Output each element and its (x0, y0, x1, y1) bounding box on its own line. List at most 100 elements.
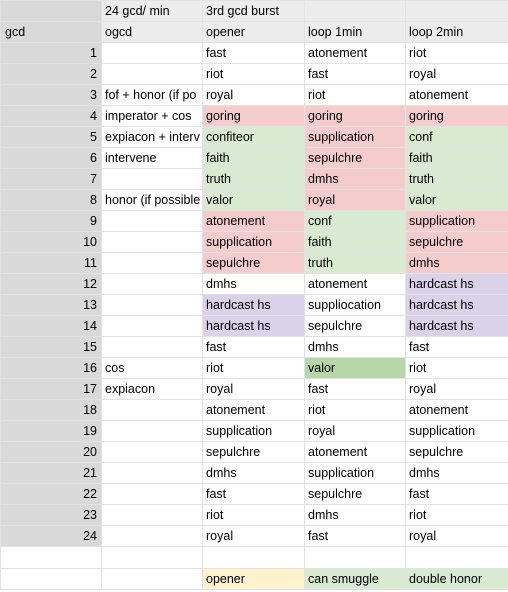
cell-ogcd[interactable] (101, 462, 203, 484)
cell-ogcd[interactable]: intervene (101, 147, 203, 169)
cell-loop-2min[interactable]: atonement (405, 84, 508, 106)
cell-loop-1min[interactable]: riot (304, 399, 406, 421)
cell-loop-2min[interactable]: goring (405, 105, 508, 127)
cell-loop-2min[interactable]: riot (405, 357, 508, 379)
row-number[interactable]: 8 (0, 189, 102, 211)
cell-opener[interactable]: royal (202, 525, 305, 547)
cell-loop-1min[interactable]: sepulchre (304, 315, 406, 337)
cell-loop-2min[interactable]: royal (405, 378, 508, 400)
cell-loop-2min[interactable]: riot (405, 42, 508, 64)
cell-loop-1min[interactable]: royal (304, 420, 406, 442)
cell-loop-2min[interactable]: hardcast hs (405, 315, 508, 337)
cell-loop-1min[interactable]: valor (304, 357, 406, 379)
cell-loop-1min[interactable]: atonement (304, 42, 406, 64)
cell[interactable] (304, 546, 406, 569)
cell-burst-rate[interactable]: 24 gcd/ min (101, 0, 203, 22)
cell-ogcd[interactable] (101, 504, 203, 526)
cell-opener[interactable]: sepulchre (202, 252, 305, 274)
cell-loop-2min[interactable]: sepulchre (405, 231, 508, 253)
cell-opener[interactable]: truth (202, 168, 305, 190)
cell-opener[interactable]: dmhs (202, 273, 305, 295)
cell[interactable] (0, 0, 102, 22)
cell-opener[interactable]: fast (202, 42, 305, 64)
cell-loop-1min[interactable]: fast (304, 525, 406, 547)
row-number[interactable]: 20 (0, 441, 102, 463)
cell-ogcd[interactable] (101, 483, 203, 505)
cell[interactable] (101, 546, 203, 569)
row-number[interactable]: 23 (0, 504, 102, 526)
cell-ogcd[interactable] (101, 273, 203, 295)
cell-loop-1min[interactable]: atonement (304, 273, 406, 295)
header-opener[interactable]: opener (202, 21, 305, 43)
cell-ogcd[interactable]: cos (101, 357, 203, 379)
cell-ogcd[interactable] (101, 420, 203, 442)
cell-opener[interactable]: royal (202, 378, 305, 400)
cell-loop-2min[interactable]: faith (405, 147, 508, 169)
cell[interactable] (101, 568, 203, 590)
cell-loop-1min[interactable]: royal (304, 189, 406, 211)
cell[interactable] (405, 0, 508, 22)
row-number[interactable]: 10 (0, 231, 102, 253)
row-number[interactable]: 15 (0, 336, 102, 358)
cell-loop-2min[interactable]: royal (405, 63, 508, 85)
cell-loop-1min[interactable]: fast (304, 63, 406, 85)
cell-loop-1min[interactable]: supplication (304, 126, 406, 148)
cell-loop-1min[interactable]: goring (304, 105, 406, 127)
cell-opener[interactable]: atonement (202, 210, 305, 232)
cell-ogcd[interactable] (101, 525, 203, 547)
row-number[interactable]: 24 (0, 525, 102, 547)
cell-loop-1min[interactable]: dmhs (304, 336, 406, 358)
row-number[interactable]: 1 (0, 42, 102, 64)
row-number[interactable]: 9 (0, 210, 102, 232)
cell-loop-2min[interactable]: conf (405, 126, 508, 148)
cell-loop-2min[interactable]: supplication (405, 210, 508, 232)
cell-opener[interactable]: dmhs (202, 462, 305, 484)
cell-loop-1min[interactable]: conf (304, 210, 406, 232)
cell[interactable] (202, 546, 305, 569)
cell-ogcd[interactable] (101, 441, 203, 463)
cell-loop-2min[interactable]: fast (405, 336, 508, 358)
row-number[interactable]: 16 (0, 357, 102, 379)
cell-ogcd[interactable]: imperator + cos (101, 105, 203, 127)
cell-loop-1min[interactable]: riot (304, 84, 406, 106)
cell-opener[interactable]: supplication (202, 420, 305, 442)
cell[interactable] (0, 546, 102, 569)
cell-ogcd[interactable]: expiacon + interv (101, 126, 203, 148)
header-loop-2min[interactable]: loop 2min (405, 21, 508, 43)
cell-opener[interactable]: riot (202, 504, 305, 526)
legend-double-honor[interactable]: double honor (405, 568, 508, 590)
cell-loop-1min[interactable]: supplication (304, 462, 406, 484)
cell-opener[interactable]: royal (202, 84, 305, 106)
cell-ogcd[interactable]: fof + honor (if po (101, 84, 203, 106)
cell[interactable] (304, 0, 406, 22)
row-number[interactable]: 12 (0, 273, 102, 295)
cell-loop-2min[interactable]: royal (405, 525, 508, 547)
cell-opener[interactable]: fast (202, 336, 305, 358)
cell-loop-2min[interactable]: sepulchre (405, 441, 508, 463)
cell-ogcd[interactable] (101, 315, 203, 337)
cell-opener[interactable]: fast (202, 483, 305, 505)
cell-loop-1min[interactable]: suppliocation (304, 294, 406, 316)
cell-opener[interactable]: atonement (202, 399, 305, 421)
row-number[interactable]: 6 (0, 147, 102, 169)
cell-loop-1min[interactable]: fast (304, 378, 406, 400)
cell-opener[interactable]: hardcast hs (202, 315, 305, 337)
row-number[interactable]: 17 (0, 378, 102, 400)
cell-opener[interactable]: supplication (202, 231, 305, 253)
header-gcd[interactable]: gcd (0, 21, 102, 43)
row-number[interactable]: 14 (0, 315, 102, 337)
cell-opener[interactable]: riot (202, 63, 305, 85)
cell-ogcd[interactable]: expiacon (101, 378, 203, 400)
cell-loop-2min[interactable]: truth (405, 168, 508, 190)
cell-ogcd[interactable] (101, 210, 203, 232)
cell-loop-1min[interactable]: sepulchre (304, 147, 406, 169)
cell[interactable] (405, 546, 508, 569)
cell-ogcd[interactable] (101, 399, 203, 421)
row-number[interactable]: 3 (0, 84, 102, 106)
cell-loop-2min[interactable]: valor (405, 189, 508, 211)
cell-ogcd[interactable]: honor (if possible (101, 189, 203, 211)
cell-opener[interactable]: goring (202, 105, 305, 127)
cell-loop-1min[interactable]: atonement (304, 441, 406, 463)
row-number[interactable]: 13 (0, 294, 102, 316)
cell-loop-2min[interactable]: fast (405, 483, 508, 505)
